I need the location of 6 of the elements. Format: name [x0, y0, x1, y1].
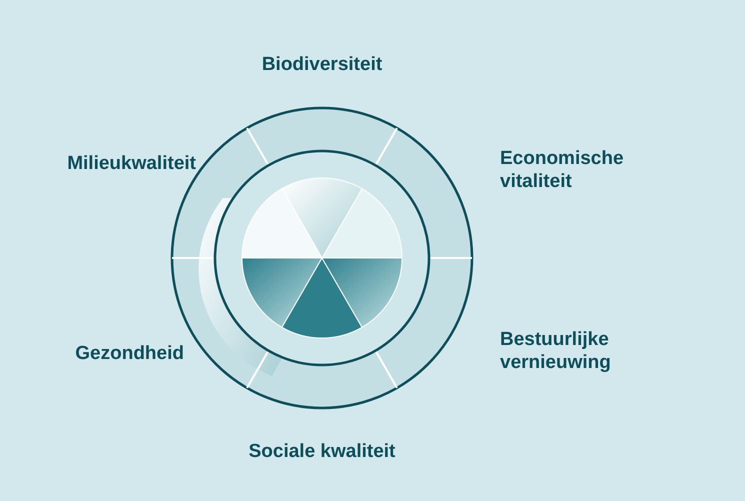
- segment-label: Bestuurlijke vernieuwing: [500, 328, 612, 374]
- segment-label: Economische vitaliteit: [500, 147, 625, 193]
- segment-label: Biodiversiteit: [260, 53, 384, 76]
- segment-label: Sociale kwaliteit: [248, 440, 396, 463]
- segment-label: Gezondheid: [74, 342, 184, 365]
- segment-label: Milieukwaliteit: [66, 152, 196, 175]
